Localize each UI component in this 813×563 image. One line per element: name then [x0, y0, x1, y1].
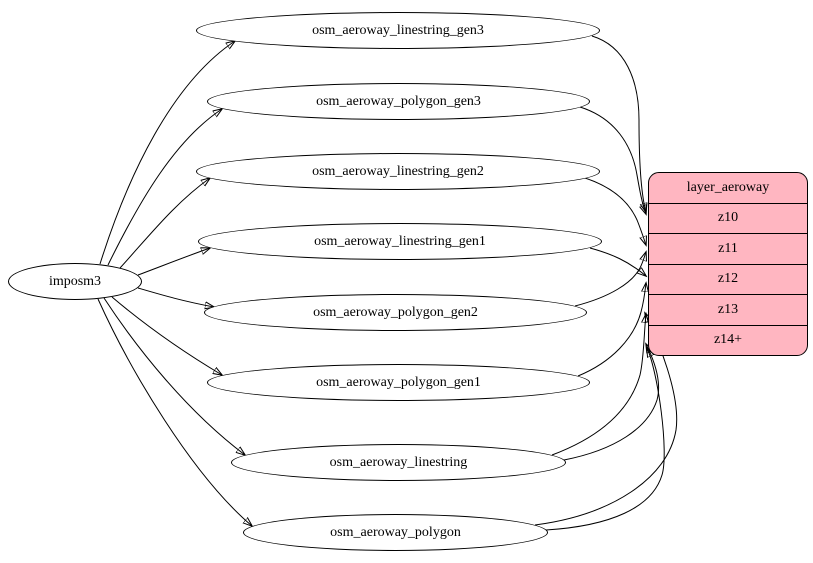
node-osm_aeroway_linestring_gen1: osm_aeroway_linestring_gen1 [198, 223, 602, 260]
edge-imposm3-to-osm_aeroway_polygon_gen3 [107, 109, 222, 266]
layer-record: layer_aeroway z10 z11 z12 z13 z14+ [648, 172, 808, 356]
edge-imposm3-to-osm_aeroway_linestring [103, 297, 245, 455]
layer-record-row-z10: z10 [649, 202, 807, 234]
edge-osm_aeroway_polygon-to-z14 [545, 348, 665, 531]
layer-record-row-z14: z14+ [649, 324, 807, 356]
node-imposm3-label: imposm3 [48, 273, 102, 289]
node-label: osm_aeroway_polygon_gen1 [316, 374, 481, 390]
node-label: osm_aeroway_polygon_gen2 [313, 304, 478, 320]
edge-osm_aeroway_polygon_gen1-to-z12 [577, 283, 646, 377]
node-osm_aeroway_linestring_gen3: osm_aeroway_linestring_gen3 [196, 12, 600, 49]
edge-osm_aeroway_polygon_gen2-to-z11 [574, 252, 646, 307]
node-imposm3: imposm3 [8, 263, 142, 300]
node-label: osm_aeroway_linestring_gen2 [312, 163, 484, 179]
edge-imposm3-to-osm_aeroway_linestring_gen2 [119, 178, 210, 269]
edge-imposm3-to-osm_aeroway_linestring_gen1 [137, 248, 210, 276]
node-osm_aeroway_polygon_gen1: osm_aeroway_polygon_gen1 [207, 364, 590, 401]
edge-imposm3-to-osm_aeroway_polygon [97, 298, 252, 526]
layer-record-title: layer_aeroway [686, 179, 770, 195]
edge-osm_aeroway_linestring_gen3-to-z10 [591, 35, 646, 212]
edge-imposm3-to-osm_aeroway_polygon_gen1 [111, 296, 222, 375]
edge-osm_aeroway_linestring_gen2-to-z11 [584, 177, 646, 245]
edge-osm_aeroway_linestring-to-z14 [563, 344, 660, 461]
layer-record-row-z13: z13 [649, 294, 807, 325]
edge-osm_aeroway_linestring-to-z13 [551, 314, 646, 456]
edge-osm_aeroway_linestring_gen1-to-z12 [589, 247, 646, 276]
node-label: osm_aeroway_linestring_gen1 [314, 233, 486, 249]
node-label: osm_aeroway_polygon [330, 524, 461, 540]
edge-osm_aeroway_polygon_gen3-to-z10 [579, 106, 646, 214]
node-osm_aeroway_polygon: osm_aeroway_polygon [243, 514, 548, 551]
node-label: osm_aeroway_linestring [329, 454, 468, 470]
node-osm_aeroway_linestring_gen2: osm_aeroway_linestring_gen2 [196, 153, 600, 190]
node-label: osm_aeroway_polygon_gen3 [316, 93, 481, 109]
edge-imposm3-to-osm_aeroway_linestring_gen3 [99, 41, 235, 265]
node-osm_aeroway_polygon_gen2: osm_aeroway_polygon_gen2 [204, 294, 587, 331]
layer-record-row-z11: z11 [649, 233, 807, 264]
node-label: osm_aeroway_linestring_gen3 [312, 22, 484, 38]
edge-imposm3-to-osm_aeroway_polygon_gen2 [137, 287, 214, 307]
node-osm_aeroway_linestring: osm_aeroway_linestring [231, 444, 566, 481]
layer-record-row-z12: z12 [649, 263, 807, 295]
node-osm_aeroway_polygon_gen3: osm_aeroway_polygon_gen3 [207, 83, 590, 120]
